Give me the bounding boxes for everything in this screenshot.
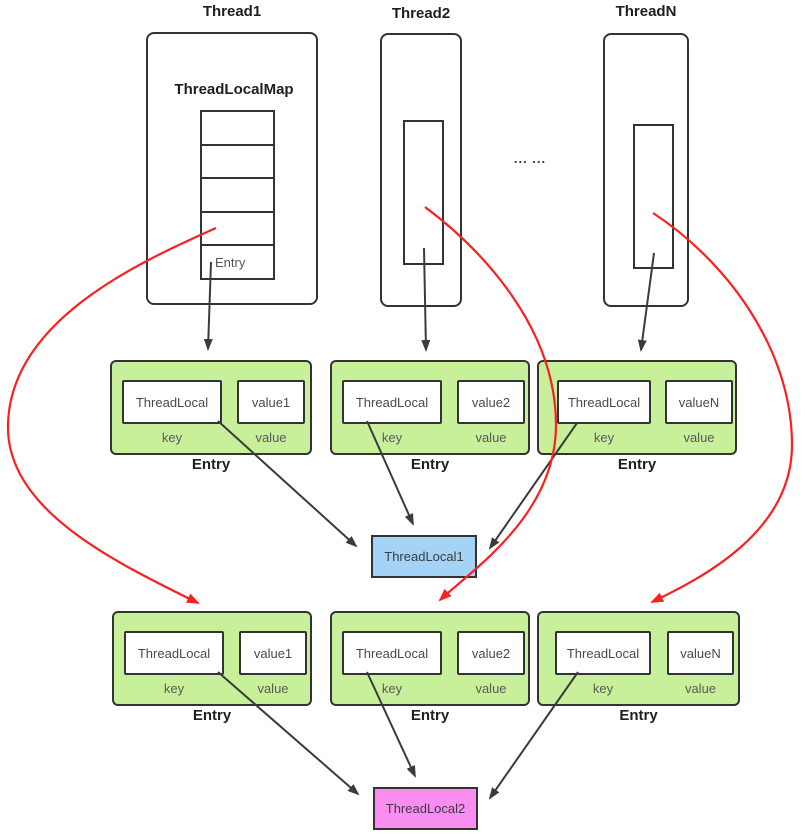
threads-ellipsis: ... ... [513,151,547,166]
entry-key-text: ThreadLocal [135,394,209,410]
entry-key-box: ThreadLocal [342,631,442,675]
value-caption: value [683,430,715,445]
map-slot [202,112,273,144]
entry-key-text: ThreadLocal [137,645,211,661]
entry-value-text: value1 [253,645,293,661]
entry-key-box: ThreadLocal [122,380,222,424]
thread2-map-rect [403,120,444,265]
bottom-entry-box-3: ThreadLocal valueN key value [537,611,740,706]
key-caption: key [593,430,615,445]
threadlocalmap-stack: Entry [200,110,275,280]
thread1-box: ThreadLocalMap Entry [146,32,318,305]
entry-value-box: value1 [237,380,305,424]
threadlocal2-box: ThreadLocal2 [373,787,478,830]
bottom-entry-box-1: ThreadLocal value1 key value [112,611,312,706]
map-slot [202,210,273,245]
entry-value-text: valueN [678,394,720,410]
middle-entry-box-1: ThreadLocal value1 key value [110,360,312,455]
threadlocal1-box: ThreadLocal1 [371,535,477,578]
entry-value-box: value1 [239,631,307,675]
entry-value-box: value2 [457,631,525,675]
entry-value-text: value2 [471,645,511,661]
entry-key-box: ThreadLocal [557,380,651,424]
entry-slot-label: Entry [215,254,246,270]
entry-key-text: ThreadLocal [355,645,429,661]
key-caption: key [161,430,183,445]
threadN-box [603,33,689,307]
value-caption: value [475,681,507,696]
middle-entry-box-3: ThreadLocal valueN key value [537,360,737,455]
entry-key-box: ThreadLocal [555,631,651,675]
entry-value-text: valueN [680,645,721,661]
entry-value-text: value1 [251,394,291,410]
entry-value-box: valueN [667,631,734,675]
threadN-title: ThreadN [615,3,677,20]
entry-key-text: ThreadLocal [355,394,429,410]
key-caption: key [381,430,403,445]
map-entry-slot: Entry [202,244,273,278]
map-slot [202,177,273,211]
entry-value-text: value2 [471,394,511,410]
entry-caption: Entry [410,456,450,473]
entry-key-box: ThreadLocal [124,631,224,675]
thread2-box [380,33,462,307]
threadlocalmap-title: ThreadLocalMap [174,81,294,98]
middle-entry-box-2: ThreadLocal value2 key value [330,360,530,455]
key-caption: key [381,681,403,696]
map-slot [202,143,273,178]
thread1-title: Thread1 [202,3,262,20]
threadlocal2-label: ThreadLocal2 [385,801,466,816]
entry-key-text: ThreadLocal [566,645,640,661]
key-caption: key [592,681,614,696]
entry-caption: Entry [619,707,658,724]
thread2-title: Thread2 [391,5,451,22]
entry-value-box: valueN [665,380,733,424]
value-caption: value [475,430,507,445]
bottom-entry-box-2: ThreadLocal value2 key value [330,611,530,706]
threadlocal1-label: ThreadLocal1 [384,549,464,564]
threadN-map-rect [633,124,674,269]
entry-caption: Entry [191,456,231,473]
entry-caption: Entry [410,707,450,724]
entry-key-box: ThreadLocal [342,380,442,424]
value-caption: value [255,430,287,445]
entry-key-text: ThreadLocal [567,394,641,410]
value-caption: value [684,681,717,696]
entry-caption: Entry [192,707,232,724]
value-caption: value [257,681,289,696]
entry-value-box: value2 [457,380,525,424]
key-caption: key [163,681,185,696]
entry-caption: Entry [617,456,657,473]
